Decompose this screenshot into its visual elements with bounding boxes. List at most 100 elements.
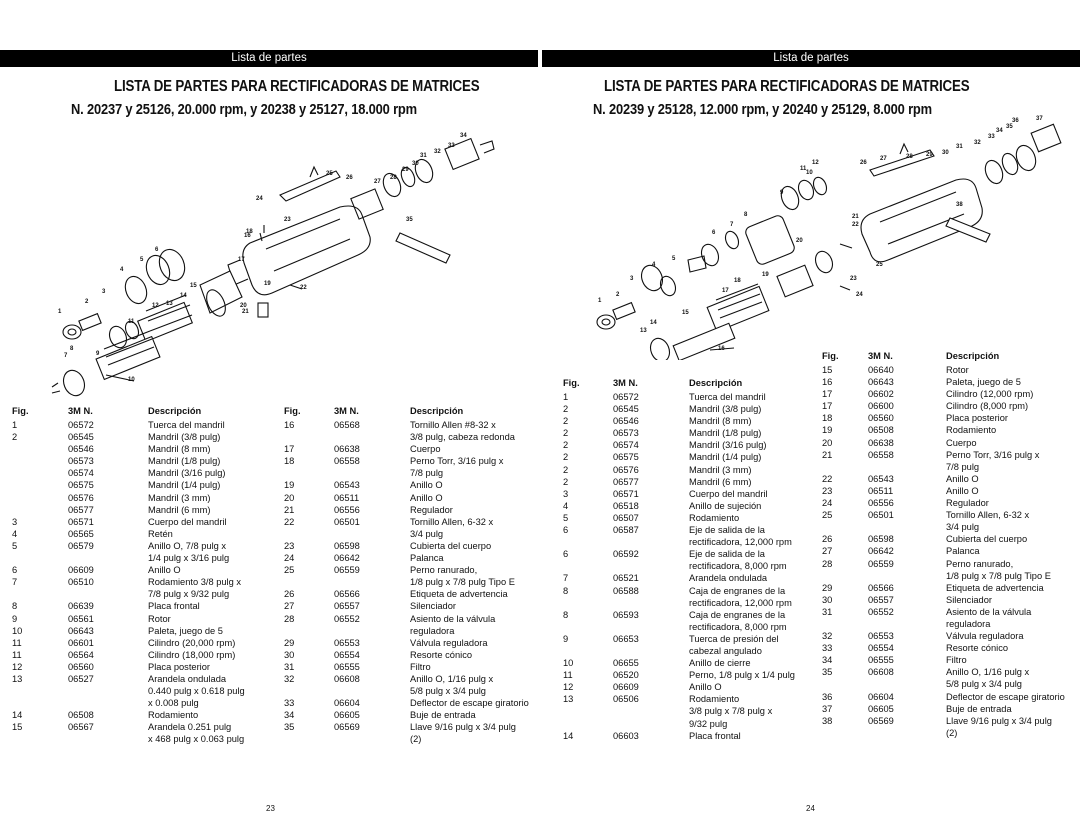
callout-number: 3	[630, 276, 634, 282]
description-cell: Perno ranurado,	[410, 565, 478, 576]
callout-number: 5	[140, 257, 144, 263]
callout-number: 4	[120, 267, 124, 273]
callout-number: 24	[256, 196, 263, 202]
description-cell: Mandril (1/4 pulg)	[689, 452, 762, 463]
callout-number: 34	[460, 133, 467, 139]
description-cell: Filtro	[410, 661, 431, 672]
description-cell: 7/8 pulg	[410, 468, 444, 479]
callout-number: 12	[812, 160, 819, 166]
part-number-cell: 06603	[613, 730, 639, 741]
description-cell: Mandril (3 mm)	[148, 492, 211, 503]
table-row: reguladora	[284, 625, 542, 637]
table-row: 9/32 pulg	[563, 718, 819, 730]
fig-cell: 18	[284, 456, 295, 467]
part-number-cell	[613, 645, 689, 657]
description-cell: 1/8 pulg x 7/8 pulg Tipo E	[410, 577, 515, 588]
callout-number: 12	[152, 303, 159, 309]
description-cell: Perno, 1/8 pulg x 1/4 pulg	[689, 670, 795, 681]
callout-number: 19	[762, 272, 769, 278]
part-number-cell	[334, 528, 410, 540]
description-cell: Rodamiento	[946, 425, 997, 436]
description-cell: Filtro	[946, 655, 967, 666]
fig-cell: 8	[563, 609, 569, 620]
part-number-cell: 06576	[613, 464, 639, 475]
part-number-cell	[613, 536, 689, 548]
fig-cell: 6	[12, 565, 18, 576]
fig-cell: 7	[563, 573, 569, 584]
fig-cell: 33	[822, 643, 833, 654]
callout-number: 35	[1006, 124, 1013, 130]
description-cell: Cubierta del cuerpo	[946, 534, 1028, 545]
fig-cell	[822, 618, 868, 630]
description-cell: Cilindro (8,000 rpm)	[946, 401, 1029, 412]
part-number-cell: 06572	[613, 392, 639, 402]
description-cell: Mandril (8 mm)	[689, 416, 752, 427]
part-number-cell: 06564	[68, 649, 94, 660]
fig-cell: 9	[12, 613, 18, 624]
part-number-cell	[613, 705, 689, 717]
part-number-cell: 06555	[868, 655, 894, 666]
table-row: 1/8 pulg x 7/8 pulg Tipo E	[822, 570, 1076, 582]
part-number-cell: 06601	[68, 637, 94, 648]
table-row: rectificadora, 8,000 rpm	[563, 560, 819, 572]
column-header-part-number: 3M N.	[334, 406, 359, 416]
part-number-cell: 06593	[613, 609, 639, 620]
description-cell: Anillo O	[689, 682, 722, 693]
column-header-fig: Fig.	[822, 351, 839, 361]
fig-cell: 28	[284, 613, 295, 624]
fig-cell	[822, 521, 868, 533]
fig-cell: 17	[284, 444, 295, 455]
description-cell: Tornillo Allen, 6-32 x	[946, 510, 1030, 521]
callout-number: 23	[284, 217, 291, 223]
fig-cell: 30	[284, 649, 295, 660]
description-cell: 0.440 pulg x 0.618 pulg	[148, 686, 245, 697]
part-number-cell: 06605	[334, 710, 360, 721]
fig-cell: 3	[563, 488, 569, 499]
fig-cell: 19	[284, 480, 295, 491]
fig-cell: 16	[284, 420, 295, 430]
callout-number: 30	[942, 150, 949, 156]
callout-number: 15	[190, 283, 197, 289]
description-cell: Buje de entrada	[410, 710, 476, 721]
part-number-cell	[613, 597, 689, 609]
fig-cell: 8	[563, 585, 569, 596]
part-number-cell	[334, 685, 410, 697]
fig-cell: 2	[563, 416, 569, 427]
part-number-cell: 06508	[68, 710, 94, 721]
description-cell: Tuerca de presión del	[689, 633, 779, 644]
table-row: cabezal angulado	[563, 645, 819, 657]
column-header-part-number: 3M N.	[68, 406, 93, 416]
part-number-cell	[613, 718, 689, 730]
fig-cell: 11	[12, 649, 22, 660]
description-cell: Placa frontal	[689, 730, 741, 741]
fig-cell: 31	[822, 606, 833, 617]
part-number-cell: 06554	[868, 643, 894, 654]
part-number-cell: 06600	[868, 401, 894, 412]
fig-cell: 26	[284, 589, 295, 600]
description-cell: 9/32 pulg	[689, 718, 728, 729]
callout-number: 21	[852, 214, 859, 220]
callout-number: 38	[956, 202, 963, 208]
description-cell: Arandela 0.251 pulg	[148, 722, 232, 733]
part-number-cell: 06604	[868, 691, 894, 702]
description-cell: Mandril (6 mm)	[689, 476, 752, 487]
callout-number: 13	[640, 328, 647, 334]
description-cell: Silenciador	[946, 594, 992, 605]
